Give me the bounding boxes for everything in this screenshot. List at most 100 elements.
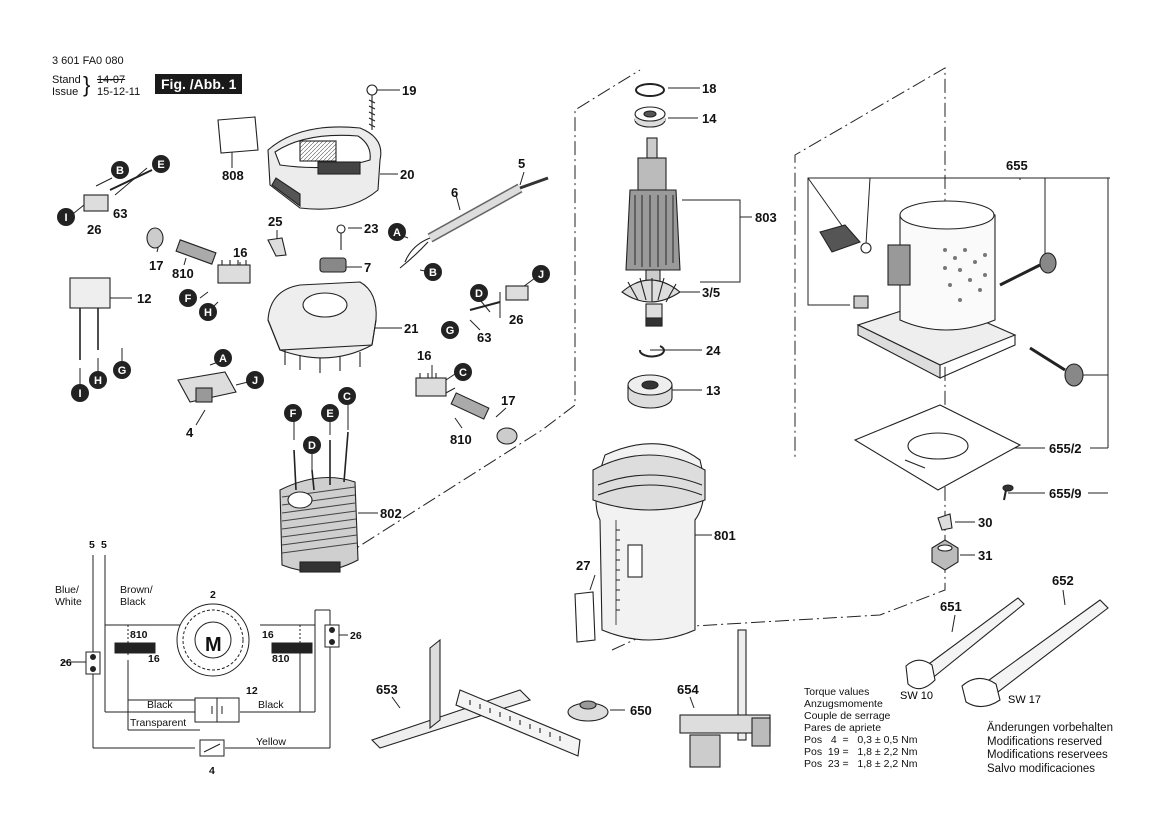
brush-cap-17a — [146, 227, 164, 249]
black-left-label: Black — [147, 699, 173, 711]
carbon-brush-810a — [175, 239, 217, 265]
svg-text:I: I — [64, 212, 67, 224]
stand-label: Stand — [52, 74, 81, 86]
part-7: 7 — [364, 260, 371, 275]
issue-label: Issue — [52, 86, 79, 98]
callout-A: A — [214, 349, 232, 367]
armature-803 — [621, 137, 681, 327]
svg-text:G: G — [118, 365, 127, 377]
screw-23 — [336, 224, 346, 250]
torque-title-en: Torque values — [804, 686, 870, 698]
wrench-651 — [905, 597, 1025, 690]
part-652: 652 — [1052, 573, 1074, 588]
part-810a: 810 — [172, 266, 194, 281]
part-655: 655 — [1006, 158, 1028, 173]
main-housing-21 — [267, 281, 377, 373]
wire-5b: 5 — [101, 539, 107, 551]
part-24: 24 — [706, 343, 721, 358]
part-655-9: 655/9 — [1049, 486, 1082, 501]
svg-text:H: H — [204, 307, 212, 319]
callout-G: G — [441, 321, 459, 339]
modifications-notes: Änderungen vorbehalten Modifications res… — [987, 722, 1113, 776]
torque-title-de: Anzugsmomente — [804, 698, 883, 710]
svg-text:A: A — [393, 227, 401, 239]
switch-4 — [177, 371, 237, 403]
callout-C: C — [454, 363, 472, 381]
callout-H: H — [89, 371, 107, 389]
part-31: 31 — [978, 548, 992, 563]
label-plate — [217, 116, 259, 154]
wire-26-left: 26 — [60, 657, 72, 669]
note-en: Modifications reserved — [987, 735, 1103, 748]
retaining-ring-24 — [639, 345, 665, 358]
part-25: 25 — [268, 214, 282, 229]
brush-holder-16b — [415, 373, 447, 397]
part-4: 4 — [186, 425, 194, 440]
bearing-14 — [634, 106, 666, 128]
brush-cap-17b — [496, 427, 518, 445]
motor-cap — [267, 126, 382, 210]
part-803: 803 — [755, 210, 777, 225]
callout-B: B — [424, 263, 442, 281]
screw-655-9 — [1002, 484, 1014, 501]
svg-text:F: F — [290, 408, 297, 420]
wire-2: 2 — [210, 589, 216, 601]
callout-E: E — [152, 155, 170, 173]
part-17b: 17 — [501, 393, 515, 408]
document-number: 3 601 FA0 080 — [52, 55, 124, 67]
part-13: 13 — [706, 383, 720, 398]
part-18: 18 — [702, 81, 716, 96]
callout-I: I — [57, 208, 75, 226]
capacitor-12 — [69, 277, 111, 360]
svg-text:H: H — [94, 375, 102, 387]
black-right-label: Black — [258, 699, 284, 711]
wrench-652 — [961, 599, 1109, 708]
svg-text:G: G — [446, 325, 455, 337]
part-651: 651 — [940, 599, 962, 614]
note-es: Salvo modificaciones — [987, 762, 1096, 775]
circlip-18 — [635, 83, 665, 97]
wire-16-left: 16 — [148, 653, 160, 665]
parts-group — [69, 83, 1109, 768]
figure-label: Fig. /Abb. 1 — [155, 74, 243, 94]
svg-text:A: A — [219, 353, 227, 365]
part-6: 6 — [451, 185, 458, 200]
svg-text:C: C — [459, 367, 467, 379]
sw10-label: SW 10 — [900, 690, 933, 702]
brace-icon: } — [83, 72, 91, 97]
callout-J: J — [246, 371, 264, 389]
nut-31 — [931, 539, 959, 571]
part-802: 802 — [380, 506, 402, 521]
part-30: 30 — [978, 515, 992, 530]
svg-text:J: J — [252, 375, 258, 387]
wire-5a: 5 — [89, 539, 95, 551]
callout-D: D — [470, 284, 488, 302]
wire-810-left: 810 — [130, 629, 148, 641]
wire-26-right: 26 — [350, 630, 362, 642]
part-14: 14 — [702, 111, 717, 126]
sw17-label: SW 17 — [1008, 694, 1041, 706]
part-650: 650 — [630, 703, 652, 718]
callout-E: E — [321, 404, 339, 422]
part-21: 21 — [404, 321, 418, 336]
torque-row: Pos 4 = 0,3 ± 0,5 Nm — [804, 734, 918, 746]
callout-J: J — [532, 265, 550, 283]
callout-C: C — [338, 387, 356, 405]
part-16a: 16 — [233, 245, 247, 260]
part-3-5: 3/5 — [702, 285, 720, 300]
pin-63a — [109, 169, 153, 191]
callout-markers: B E I A B F H D J G A J I H G C F E C D — [57, 155, 550, 454]
svg-text:C: C — [343, 391, 351, 403]
part-654: 654 — [677, 682, 699, 697]
part-810b: 810 — [450, 432, 472, 447]
guide-653 — [370, 638, 581, 757]
callout-G: G — [113, 361, 131, 379]
field-coil-802 — [279, 431, 359, 573]
disc-650 — [567, 700, 609, 722]
wiring-labels: 5 5 Blue/White Brown/Black 2 M 810 16 16… — [55, 539, 362, 777]
part-12: 12 — [137, 291, 151, 306]
wire-12: 12 — [246, 685, 258, 697]
stand-date: 14-07 — [97, 74, 126, 86]
